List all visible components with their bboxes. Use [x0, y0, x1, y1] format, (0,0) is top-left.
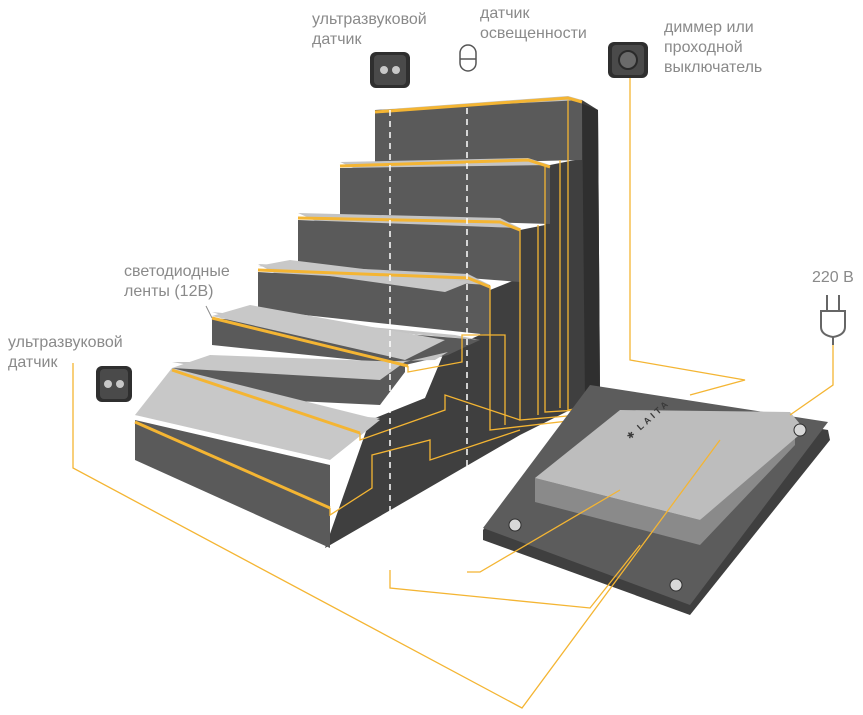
label-line: ультразвуковой: [8, 334, 123, 351]
label-line: проходной: [664, 39, 743, 56]
wire-ultrasonic-top: [389, 544, 641, 609]
label-ultrasonic-top: ультразвуковой датчик: [312, 10, 427, 50]
label-line: ультразвуковой: [312, 11, 427, 28]
wire-plug: [789, 345, 834, 416]
light-sensor-icon: [459, 44, 477, 72]
ultrasonic-sensor-icon: [370, 52, 410, 88]
step-7-riser: [375, 100, 582, 165]
mount-hole: [508, 518, 522, 532]
step-5-riser: [298, 220, 520, 282]
label-ultrasonic-bottom: ультразвуковой датчик: [8, 333, 123, 373]
external-wires: [72, 78, 834, 709]
staircase-side: [325, 100, 600, 548]
mount-hole: [793, 423, 807, 437]
label-line: 220 В: [812, 269, 854, 286]
label-line: ленты (12В): [124, 283, 214, 300]
ultrasonic-sensor-icon: [96, 366, 132, 402]
label-line: датчик: [8, 354, 58, 371]
label-voltage: 220 В: [812, 268, 854, 288]
plug-icon: [820, 295, 846, 345]
led-label-pointer: [205, 305, 213, 319]
tread-2: [172, 355, 405, 380]
wire-dimmer: [629, 78, 746, 396]
label-led-strips: светодиодные ленты (12В): [124, 262, 230, 302]
step-1-riser: [135, 420, 330, 548]
wire-ultrasonic-bottom: [72, 363, 721, 709]
label-line: освещенности: [480, 25, 587, 42]
label-line: выключатель: [664, 59, 763, 76]
controller-body-top: [535, 410, 805, 520]
label-line: датчик: [312, 31, 362, 48]
label-light-sensor: датчик освещенности: [480, 4, 587, 44]
label-line: датчик: [480, 5, 530, 22]
led-strips: [134, 96, 583, 510]
staircase: [134, 96, 621, 548]
label-line: светодиодные: [124, 263, 230, 280]
label-dimmer: диммер или проходной выключатель: [664, 18, 762, 78]
label-line: диммер или: [664, 19, 754, 36]
controller: ✱ LAITA: [483, 385, 830, 615]
mount-hole: [669, 578, 683, 592]
wire-light-sensor: [467, 489, 621, 573]
tread-4: [258, 260, 470, 292]
staircase-side-shade: [568, 98, 600, 400]
tread-3: [212, 305, 445, 360]
controller-body-side: [535, 428, 795, 545]
step-6-riser: [340, 165, 550, 224]
tread-1: [135, 402, 380, 440]
dimmer-icon: [608, 42, 648, 78]
